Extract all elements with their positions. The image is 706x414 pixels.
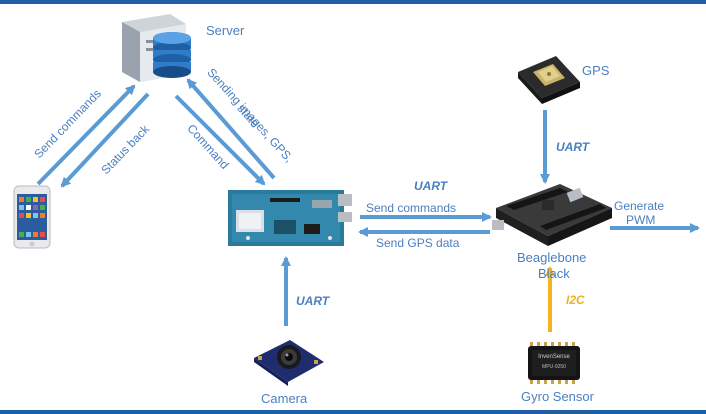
chip-brand-text: InvenSense (538, 354, 570, 360)
microcontroller-board-icon (228, 190, 352, 246)
uart-camera-label: UART (296, 294, 330, 308)
gps-label: GPS (582, 63, 610, 78)
generate-pwm-label-line2: PWM (626, 213, 656, 227)
phone-icon (13, 185, 51, 249)
send-gps-data-label: Send GPS data (376, 236, 460, 250)
arrow-server-to-board (174, 94, 266, 186)
generate-pwm-label-line1: Generate (614, 199, 665, 213)
uart-board-label: UART (414, 179, 448, 193)
arrow-board-to-server (186, 78, 276, 180)
beaglebone-label-line2: Black (538, 266, 570, 281)
bottom-border (0, 410, 706, 414)
camera-module-icon (254, 340, 324, 386)
server-label: Server (206, 23, 245, 38)
arrow-server-to-phone (60, 92, 150, 188)
chip-model-text: MPU-9250 (542, 364, 566, 370)
i2c-label: I2C (566, 293, 585, 307)
server-icon (122, 14, 191, 82)
beaglebone-icon (492, 184, 612, 246)
send-commands-bb-label: Send commands (366, 201, 457, 215)
uart-gps-label: UART (556, 140, 590, 154)
gps-module-icon (518, 56, 580, 104)
top-border (0, 0, 706, 4)
camera-label: Camera (261, 391, 308, 406)
gyro-sensor-chip-icon: InvenSense MPU-9250 (528, 342, 580, 384)
gyro-sensor-label: Gyro Sensor (521, 389, 594, 404)
beaglebone-label-line1: Beaglebone (517, 250, 587, 265)
arrow-phone-to-server (36, 84, 136, 186)
